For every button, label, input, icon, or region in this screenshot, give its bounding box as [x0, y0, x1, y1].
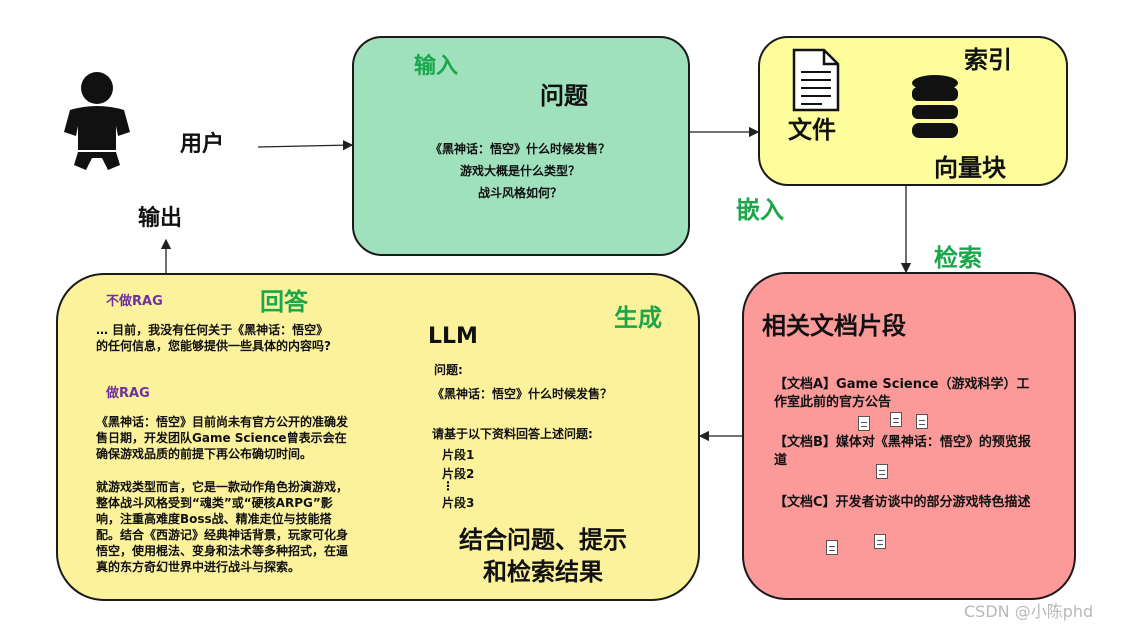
- watermark: CSDN @小陈phd: [964, 602, 1094, 621]
- doc-a-icon-2: [890, 412, 902, 427]
- arrow-user-to-input: [257, 139, 354, 151]
- rag-text-1: 《黑神话：悟空》目前尚未有官方公开的准确发售日期，开发团队Game Scienc…: [96, 415, 349, 461]
- doc-a-icon-3: [916, 414, 928, 429]
- segment-1: 片段1: [442, 448, 475, 462]
- doc-c: 【文档C】开发者访谈中的部分游戏特色描述: [774, 495, 1031, 510]
- index-title: 索引: [964, 46, 1012, 74]
- database-icon: [910, 74, 960, 140]
- generate-label: 生成: [614, 304, 662, 332]
- doc-a-icon-1: [858, 416, 870, 431]
- no-rag-label: 不做RAG: [106, 294, 163, 309]
- question-2: 游戏大概是什么类型？: [459, 164, 580, 178]
- combine-line-1: 结合问题、提示: [459, 526, 627, 554]
- retrieve-label: 检索: [934, 244, 982, 272]
- doc-a: 【文档A】Game Science（游戏科学）工作室此前的官方公告: [774, 377, 1030, 410]
- no-rag-text: … 目前，我没有任何关于《黑神话：悟空》 的任何信息，您能够提供一些具体的内容吗…: [96, 323, 331, 353]
- input-questions: 《黑神话：悟空》什么时候发售？ 游戏大概是什么类型？ 战斗风格如何？: [380, 138, 660, 204]
- docs-box: [742, 272, 1076, 600]
- output-label: 输出: [138, 206, 183, 231]
- input-title: 问题: [540, 82, 588, 110]
- input-tag: 输入: [414, 54, 459, 79]
- docs-title: 相关文档片段: [762, 312, 906, 340]
- doc-b: 【文档B】媒体对《黑神话：悟空》的预览报道: [774, 435, 1031, 468]
- doc-c-icon-2: [874, 534, 886, 549]
- prompt-question: 《黑神话：悟空》什么时候发售？: [432, 387, 613, 401]
- vector-label: 向量块: [934, 154, 1006, 182]
- rag-label: 做RAG: [106, 386, 150, 401]
- answer-box: [56, 273, 700, 601]
- segment-3: 片段3: [442, 496, 475, 510]
- user-label: 用户: [180, 132, 225, 157]
- answer-title: 回答: [260, 288, 308, 316]
- question-3: 战斗风格如何？: [477, 186, 562, 200]
- rag-text-2: 就游戏类型而言，它是一款动作角色扮演游戏，整体战斗风格受到“魂类”或“硬核ARP…: [96, 480, 349, 574]
- segment-dots: ⋮: [442, 479, 454, 493]
- doc-b-icon: [876, 464, 888, 479]
- prompt-instruction: 请基于以下资料回答上述问题:: [432, 427, 593, 441]
- file-label: 文件: [788, 116, 836, 144]
- segment-2: 片段2: [442, 467, 475, 481]
- user-icon: [58, 70, 136, 175]
- combine-line-2: 和检索结果: [483, 558, 603, 586]
- input-box: [352, 36, 690, 256]
- embed-label: 嵌入: [736, 196, 784, 224]
- doc-c-icon-1: [826, 540, 838, 555]
- llm-title: LLM: [428, 324, 478, 349]
- question-1: 《黑神话：悟空》什么时候发售？: [429, 142, 610, 156]
- combine-caption: 结合问题、提示 和检索结果: [436, 524, 650, 588]
- document-icon: [792, 48, 840, 112]
- prompt-question-label: 问题:: [434, 363, 463, 377]
